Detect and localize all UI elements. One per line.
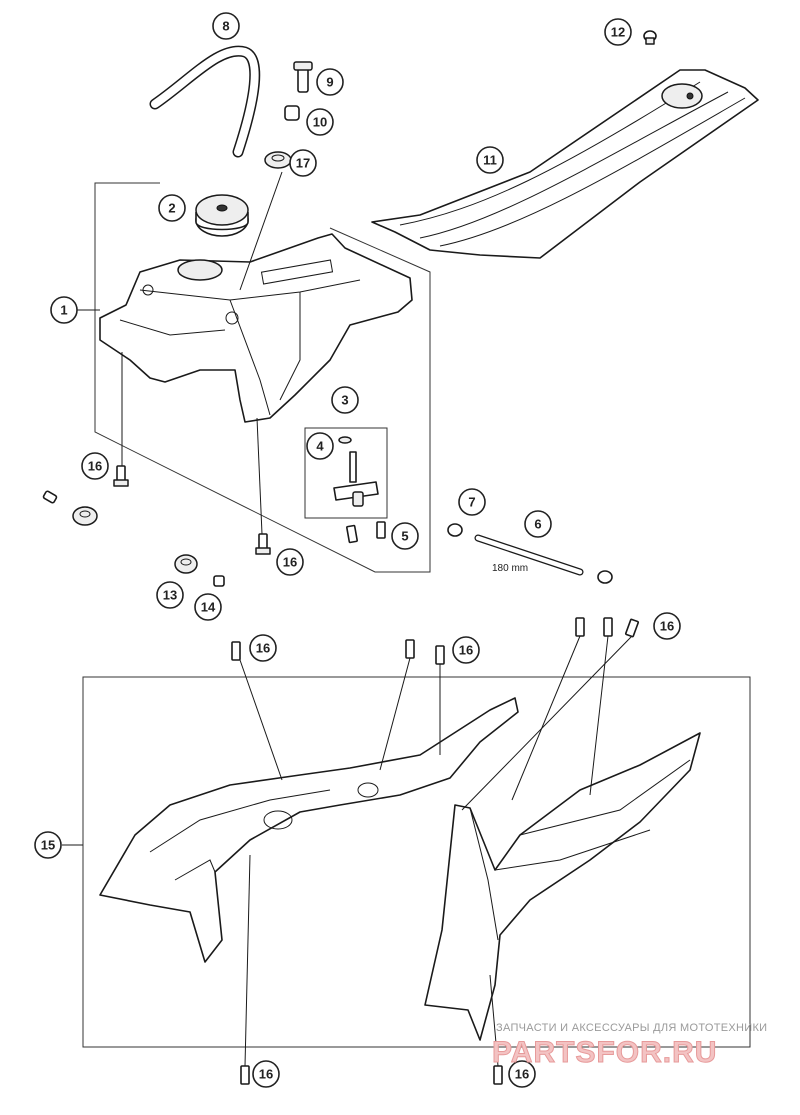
callout-16-bottom-right: 16 xyxy=(508,1060,536,1088)
spoiler-bolt-7 xyxy=(240,1065,250,1085)
callout-5: 5 xyxy=(391,522,419,550)
callout-16-tank-front: 16 xyxy=(81,452,109,480)
tank-assembly-frame xyxy=(94,182,431,573)
rubber-buffer xyxy=(174,554,198,574)
svg-text:7: 7 xyxy=(468,495,475,510)
breather-hose xyxy=(149,45,261,158)
watermark-brand: PARTSFOR.RU xyxy=(492,1036,717,1069)
rubber-grommet xyxy=(264,151,292,169)
tank-bolt-rear xyxy=(255,533,271,555)
callout-16-bottom-left: 16 xyxy=(252,1060,280,1088)
fuel-hose xyxy=(474,534,584,576)
svg-text:1: 1 xyxy=(60,303,67,318)
callout-13: 13 xyxy=(156,581,184,609)
callout-16-tank-rear: 16 xyxy=(276,548,304,576)
svg-text:13: 13 xyxy=(163,588,177,603)
leader-lines xyxy=(62,171,633,1067)
callout-3: 3 xyxy=(331,386,359,414)
svg-text:2: 2 xyxy=(168,201,175,216)
callout-6: 6 xyxy=(524,510,552,538)
buffer-bolt xyxy=(213,575,225,587)
spoiler-bolt-2 xyxy=(405,639,415,659)
callout-8: 8 xyxy=(212,12,240,40)
seat-bolt xyxy=(643,30,657,45)
spoiler-frame xyxy=(82,676,751,1048)
rubber-buffer-left xyxy=(72,506,98,526)
left-spoiler xyxy=(99,697,519,963)
svg-text:14: 14 xyxy=(201,600,216,615)
svg-text:16: 16 xyxy=(660,619,674,634)
svg-text:9: 9 xyxy=(326,75,333,90)
svg-text:10: 10 xyxy=(313,115,327,130)
svg-text:5: 5 xyxy=(401,529,408,544)
loose-bolt xyxy=(42,490,58,504)
callout-14: 14 xyxy=(194,593,222,621)
collar-bolt xyxy=(293,61,313,93)
spoiler-bolt-1 xyxy=(231,641,241,661)
svg-text:16: 16 xyxy=(283,555,297,570)
svg-text:16: 16 xyxy=(88,459,102,474)
fuel-tap-screws xyxy=(346,521,386,544)
hose-length-label: 180 mm xyxy=(492,563,528,574)
svg-text:16: 16 xyxy=(459,643,473,658)
svg-text:16: 16 xyxy=(259,1067,273,1082)
svg-text:8: 8 xyxy=(222,19,229,34)
seat xyxy=(371,69,759,259)
callout-4: 4 xyxy=(306,432,334,460)
spoiler-bolt-4 xyxy=(575,617,585,637)
bushing xyxy=(284,105,300,121)
hose-clamp-upper xyxy=(447,523,463,537)
svg-text:16: 16 xyxy=(256,641,270,656)
svg-text:12: 12 xyxy=(611,25,625,40)
callout-11: 11 xyxy=(476,146,504,174)
callout-10: 10 xyxy=(306,108,334,136)
svg-text:4: 4 xyxy=(316,439,324,454)
fuel-tank xyxy=(99,233,413,423)
callout-17: 17 xyxy=(289,149,317,177)
svg-text:6: 6 xyxy=(534,517,541,532)
callout-7: 7 xyxy=(458,488,486,516)
callout-1: 1 xyxy=(50,296,78,324)
fuel-tap-frame xyxy=(304,427,388,519)
callout-2: 2 xyxy=(158,194,186,222)
hose-clamp-lower xyxy=(597,570,613,584)
right-spoiler xyxy=(424,732,701,1041)
callout-9: 9 xyxy=(316,68,344,96)
svg-text:16: 16 xyxy=(515,1067,529,1082)
callout-16-spoiler-left: 16 xyxy=(249,634,277,662)
callout-16-spoiler-middle: 16 xyxy=(452,636,480,664)
spoiler-bolt-3 xyxy=(435,645,445,665)
watermark-tagline: ЗАПЧАСТИ И АКСЕССУАРЫ ДЛЯ МОТОТЕХНИКИ xyxy=(496,1022,767,1034)
svg-text:11: 11 xyxy=(483,153,497,168)
callout-12: 12 xyxy=(604,18,632,46)
fuel-cap xyxy=(195,194,249,237)
svg-text:17: 17 xyxy=(296,156,310,171)
svg-text:3: 3 xyxy=(341,393,348,408)
spoiler-bolt-5 xyxy=(603,617,613,637)
spoiler-bolt-6 xyxy=(624,618,640,638)
callout-16-spoiler-right: 16 xyxy=(653,612,681,640)
svg-text:15: 15 xyxy=(41,838,55,853)
tank-bolt-front xyxy=(113,465,129,487)
fuel-tap xyxy=(333,436,379,507)
callout-15: 15 xyxy=(34,831,62,859)
